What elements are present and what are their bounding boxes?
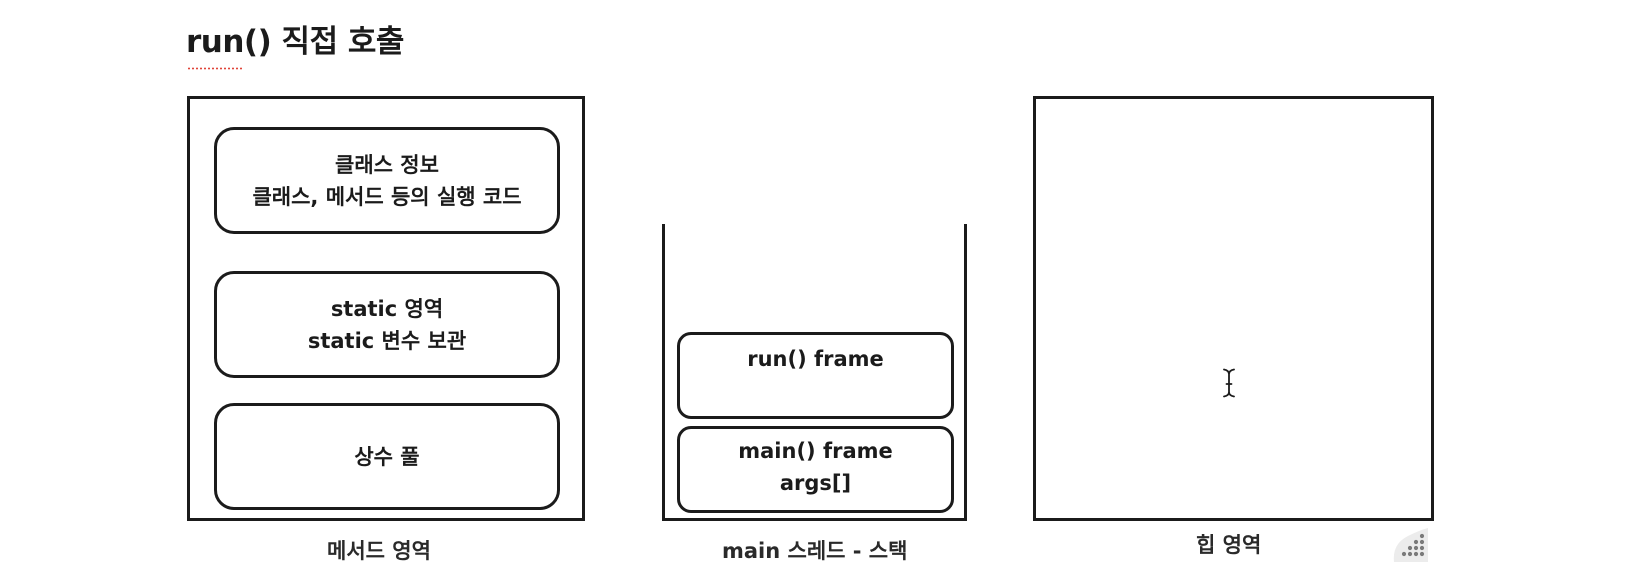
text-cursor-icon — [1222, 368, 1236, 398]
class-info-description: 클래스, 메서드 등의 실행 코드 — [252, 184, 522, 209]
main-frame-args: args[] — [779, 471, 852, 495]
run-frame-label: run() frame — [747, 347, 884, 371]
heap-caption: 힙 영역 — [1196, 533, 1262, 557]
run-frame: run() frame — [677, 332, 954, 419]
main-thread-stack: run() frame main() frame args[] — [662, 224, 967, 521]
heap-area — [1033, 96, 1434, 521]
main-frame: main() frame args[] — [677, 426, 954, 513]
stack-caption: main 스레드 - 스택 — [722, 539, 908, 563]
static-area-box: static 영역 static 변수 보관 — [214, 271, 560, 378]
main-frame-label: main() frame — [738, 439, 893, 463]
constant-pool-label: 상수 풀 — [354, 444, 420, 469]
class-info-title: 클래스 정보 — [335, 152, 439, 177]
spellcheck-underline — [187, 67, 242, 70]
class-info-box: 클래스 정보 클래스, 메서드 등의 실행 코드 — [214, 127, 560, 234]
resize-handle-icon[interactable] — [1386, 524, 1430, 564]
method-area: 클래스 정보 클래스, 메서드 등의 실행 코드 static 영역 stati… — [187, 96, 585, 521]
method-area-caption: 메서드 영역 — [327, 539, 431, 563]
static-area-description: static 변수 보관 — [307, 328, 467, 353]
page-title: run() 직접 호출 — [186, 24, 404, 60]
constant-pool-box: 상수 풀 — [214, 403, 560, 510]
static-area-title: static 영역 — [330, 296, 444, 321]
